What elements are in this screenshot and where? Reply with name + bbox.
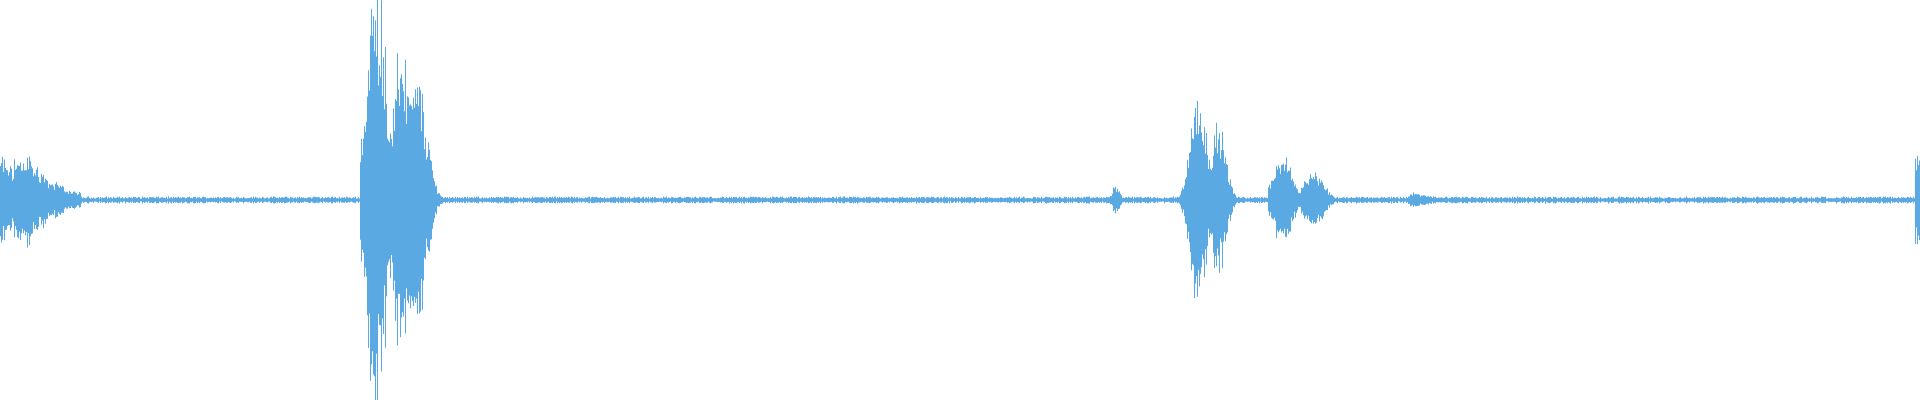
waveform-canvas	[0, 0, 1920, 400]
audio-waveform	[0, 0, 1920, 400]
